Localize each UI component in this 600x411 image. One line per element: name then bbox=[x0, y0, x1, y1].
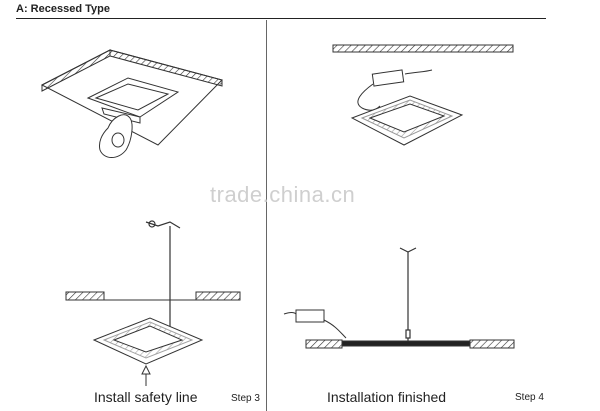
ceiling-beam-left bbox=[65, 291, 241, 301]
ceiling-beam-right bbox=[305, 339, 515, 349]
hand-holding-panel bbox=[99, 114, 133, 158]
suspension-hook bbox=[145, 220, 181, 330]
watermark-text: trade.china.cn bbox=[210, 182, 356, 207]
led-driver-4 bbox=[283, 309, 347, 339]
panel-square bbox=[350, 95, 464, 146]
panel-hanging bbox=[92, 317, 204, 365]
vertical-divider bbox=[266, 20, 267, 411]
suspension-hook-4 bbox=[399, 247, 417, 345]
step3-caption: Install safety line bbox=[94, 389, 198, 405]
step3-label: Step 3 bbox=[231, 393, 260, 404]
arrow-pointer bbox=[141, 364, 151, 386]
ceiling-slab bbox=[332, 44, 514, 53]
step4-caption: Installation finished bbox=[327, 389, 447, 405]
section-title: A: Recessed Type bbox=[16, 3, 110, 15]
header-rule bbox=[16, 18, 546, 19]
step4-label: Step 4 bbox=[515, 392, 544, 403]
